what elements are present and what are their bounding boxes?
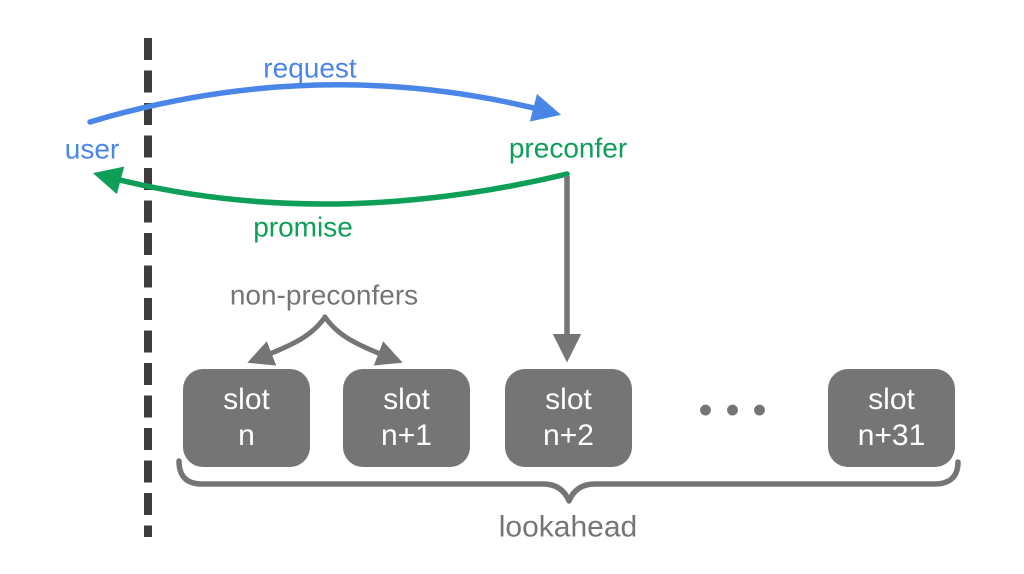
- preconfer-label: preconfer: [508, 132, 628, 164]
- lookahead-brace: [176, 458, 961, 504]
- slot-n31-box: slot n+31: [828, 369, 955, 467]
- request-label: request: [263, 52, 357, 84]
- slot-n-line2: n: [238, 419, 255, 452]
- slot-n-line1: slot: [223, 383, 270, 416]
- promise-arrow: [92, 166, 570, 207]
- slot-n-box: slot n: [183, 369, 310, 467]
- non-preconfer-arrow-right: [322, 314, 403, 366]
- request-arrow: [87, 82, 562, 125]
- lookahead-label: lookahead: [498, 510, 638, 544]
- slot-n1-box: slot n+1: [343, 369, 470, 467]
- promise-label: promise: [253, 211, 353, 243]
- slot-n2-line1: slot: [545, 383, 592, 416]
- slot-n2-line2: n+2: [543, 419, 594, 452]
- non-preconfers-label: non-preconfers: [229, 279, 419, 311]
- slot-n1-line2: n+1: [381, 419, 432, 452]
- slot-n2-box: slot n+2: [505, 369, 632, 467]
- non-preconfer-arrow-left: [247, 314, 328, 366]
- user-label: user: [64, 133, 120, 165]
- slot-n31-line1: slot: [868, 383, 915, 416]
- hidden-slots-ellipsis: •••: [698, 388, 780, 433]
- slot-n1-line1: slot: [383, 383, 430, 416]
- slot-n31-line2: n+31: [857, 419, 926, 452]
